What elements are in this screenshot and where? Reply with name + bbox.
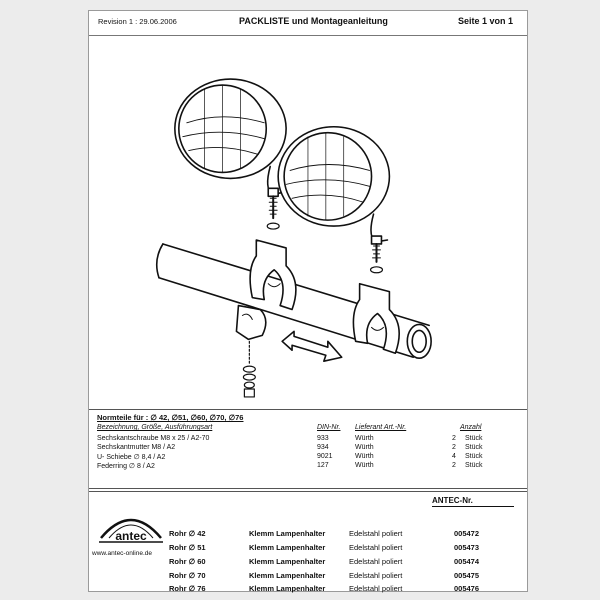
- part-qty: 2: [452, 435, 456, 442]
- part-supplier: Würth: [355, 453, 374, 460]
- standard-parts-table: Normteile für : ∅ 42, ∅51, ∅60, ∅70, ∅76…: [89, 409, 527, 489]
- part-supplier: Würth: [355, 444, 374, 451]
- product-description: Klemm Lampenhalter: [249, 557, 326, 566]
- tube-diameter: Rohr ∅ 76: [169, 584, 206, 593]
- antec-number: 005473: [454, 543, 480, 552]
- table-row: Sechskantmutter M8 / A2 934 Würth 2 Stüc…: [89, 444, 527, 453]
- product-material: Edelstahl poliert: [349, 557, 403, 566]
- product-description: Klemm Lampenhalter: [249, 529, 326, 538]
- product-list: ANTEC-Nr. antec www.antec-online.de Rohr…: [89, 491, 527, 593]
- part-din: 934: [317, 444, 329, 451]
- list-item: Rohr ∅ 70 Klemm Lampenhalter Edelstahl p…: [89, 571, 527, 583]
- lamp-left-drawing: [174, 78, 287, 220]
- lamp-right-drawing: [277, 125, 391, 263]
- parts-table-title: Normteile für : ∅ 42, ∅51, ∅60, ∅70, ∅76: [97, 413, 244, 422]
- part-din: 127: [317, 462, 329, 469]
- col-description-header: Bezeichnung, Größe, Ausführungsart: [97, 424, 213, 431]
- assembly-illustration: [155, 78, 432, 398]
- antec-number: 005472: [454, 529, 480, 538]
- document-header: Revision 1 : 29.06.2006 PACKLISTE und Mo…: [89, 11, 527, 36]
- list-item: Rohr ∅ 42 Klemm Lampenhalter Edelstahl p…: [89, 529, 527, 541]
- antec-logo: antec: [99, 518, 163, 543]
- part-name: Sechskantmutter M8 / A2: [97, 444, 176, 451]
- part-din: 933: [317, 435, 329, 442]
- document-page: Revision 1 : 29.06.2006 PACKLISTE und Mo…: [88, 10, 528, 593]
- part-unit: Stück: [465, 435, 483, 442]
- antec-number: 005474: [454, 557, 480, 566]
- part-supplier: Würth: [355, 435, 374, 442]
- product-description: Klemm Lampenhalter: [249, 543, 326, 552]
- clamp-drawing: [249, 239, 400, 355]
- direction-arrow: [281, 330, 343, 362]
- company-url: www.antec-online.de: [92, 550, 152, 557]
- part-qty: 2: [452, 444, 456, 451]
- part-qty: 2: [452, 462, 456, 469]
- antec-number: 005476: [454, 584, 480, 593]
- tube-diameter: Rohr ∅ 42: [169, 529, 206, 538]
- tube-diameter: Rohr ∅ 60: [169, 557, 206, 566]
- fastener-stack: [242, 340, 256, 398]
- part-unit: Stück: [465, 462, 483, 469]
- part-qty: 4: [452, 453, 456, 460]
- col-quantity-header: Anzahl: [460, 424, 482, 431]
- document-title: PACKLISTE und Montageanleitung: [239, 16, 388, 26]
- part-din: 9021: [317, 453, 333, 460]
- product-material: Edelstahl poliert: [349, 584, 403, 593]
- part-name: U- Schiebe ∅ 8,4 / A2: [97, 454, 166, 461]
- header-underline: [432, 506, 514, 507]
- table-row: Sechskantschraube M8 x 25 / A2-70 933 Wü…: [89, 435, 527, 444]
- part-name: Federring ∅ 8 / A2: [97, 463, 155, 470]
- lower-clamp-drawing: [235, 304, 267, 341]
- antec-nr-header: ANTEC-Nr.: [432, 496, 473, 505]
- product-material: Edelstahl poliert: [349, 543, 403, 552]
- logo-wordmark: antec: [115, 529, 147, 543]
- part-unit: Stück: [465, 444, 483, 451]
- tube-diameter: Rohr ∅ 70: [169, 571, 206, 580]
- part-name: Sechskantschraube M8 x 25 / A2-70: [97, 435, 210, 442]
- revision-date: Revision 1 : 29.06.2006: [98, 17, 177, 26]
- col-supplier-header: Lieferant Art.-Nr.: [355, 424, 407, 431]
- part-supplier: Würth: [355, 462, 374, 469]
- product-material: Edelstahl poliert: [349, 571, 403, 580]
- list-item: Rohr ∅ 60 Klemm Lampenhalter Edelstahl p…: [89, 557, 527, 569]
- product-description: Klemm Lampenhalter: [249, 571, 326, 580]
- part-unit: Stück: [465, 453, 483, 460]
- list-item: Rohr ∅ 51 Klemm Lampenhalter Edelstahl p…: [89, 543, 527, 555]
- tube-diameter: Rohr ∅ 51: [169, 543, 206, 552]
- antec-number: 005475: [454, 571, 480, 580]
- product-description: Klemm Lampenhalter: [249, 584, 326, 593]
- page-number: Seite 1 von 1: [457, 16, 513, 26]
- col-din-header: DIN-Nr.: [317, 424, 341, 431]
- list-item: Rohr ∅ 76 Klemm Lampenhalter Edelstahl p…: [89, 584, 527, 596]
- product-material: Edelstahl poliert: [349, 529, 403, 538]
- table-row: Federring ∅ 8 / A2 127 Würth 2 Stück: [89, 462, 527, 471]
- table-row: U- Schiebe ∅ 8,4 / A2 9021 Würth 4 Stück: [89, 453, 527, 462]
